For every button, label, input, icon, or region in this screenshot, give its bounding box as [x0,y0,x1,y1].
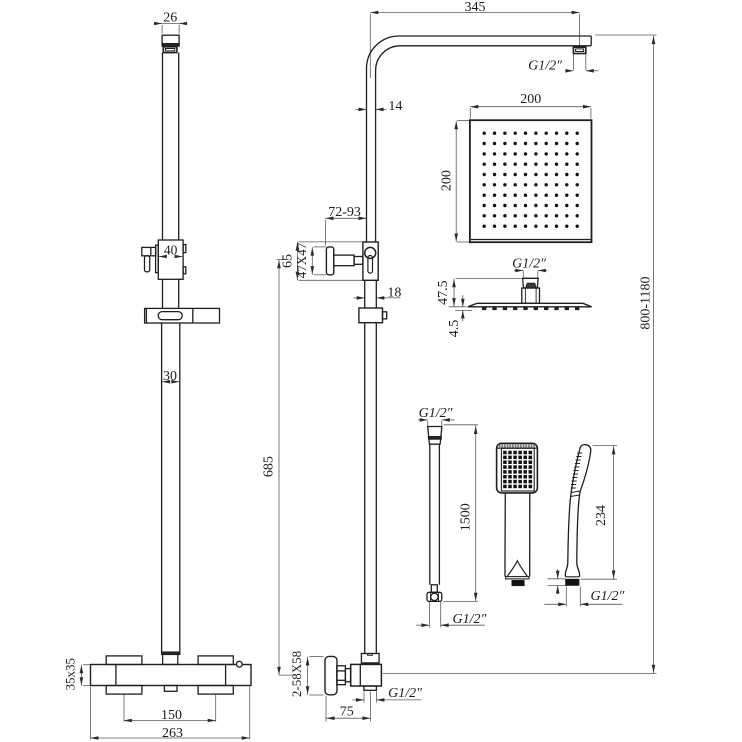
svg-text:345: 345 [465,0,486,15]
svg-text:G1/2″: G1/2″ [512,257,546,272]
svg-text:47X47: 47X47 [294,242,309,278]
svg-text:G1/2″: G1/2″ [388,686,422,701]
svg-text:35x35: 35x35 [62,658,77,691]
svg-text:47.5: 47.5 [436,280,451,305]
svg-text:G1/2″: G1/2″ [590,589,624,604]
svg-text:4.5: 4.5 [447,320,462,338]
svg-text:685: 685 [261,456,276,477]
svg-text:30: 30 [163,369,177,384]
svg-text:1500: 1500 [459,503,474,531]
svg-text:2-58X58: 2-58X58 [289,651,304,697]
svg-text:800-1180: 800-1180 [638,277,653,330]
svg-text:40: 40 [164,243,178,258]
svg-text:263: 263 [162,726,183,741]
svg-text:75: 75 [340,705,354,720]
svg-text:26: 26 [163,11,177,26]
svg-text:150: 150 [161,708,182,723]
svg-text:65: 65 [281,254,296,268]
svg-text:18: 18 [387,286,401,301]
svg-text:234: 234 [594,505,609,526]
svg-text:G1/2″: G1/2″ [528,59,562,74]
svg-text:G1/2″: G1/2″ [419,406,453,421]
svg-text:200: 200 [440,170,455,191]
svg-text:14: 14 [388,99,402,114]
svg-text:72-93: 72-93 [328,205,361,220]
svg-text:G1/2″: G1/2″ [452,612,486,627]
svg-text:200: 200 [520,92,541,107]
